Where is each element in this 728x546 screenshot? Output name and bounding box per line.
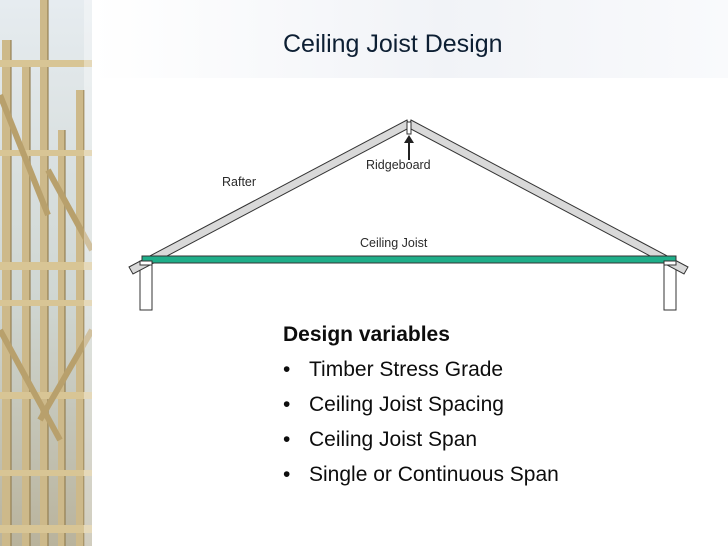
list-item: • Ceiling Joist Span [283, 422, 703, 457]
roof-diagram: Ridgeboard Rafter Ceiling Joist [120, 110, 700, 325]
list-item: • Ceiling Joist Spacing [283, 387, 703, 422]
bullet-icon: • [283, 463, 291, 486]
bullet-icon: • [283, 428, 291, 451]
ridgeboard-label: Ridgeboard [366, 158, 431, 172]
bullet-icon: • [283, 393, 291, 416]
bullet-icon: • [283, 358, 291, 381]
list-item: • Single or Continuous Span [283, 457, 703, 492]
list-item: • Timber Stress Grade [283, 352, 703, 387]
house-framing-photo [0, 0, 92, 546]
list-item-label: Ceiling Joist Spacing [309, 393, 504, 416]
design-variables: Design variables • Timber Stress Grade •… [283, 318, 703, 492]
ceiling-joist [141, 255, 677, 264]
ridgeboard [406, 121, 412, 135]
ceiling-joist-label: Ceiling Joist [360, 236, 428, 250]
design-variables-heading: Design variables [283, 323, 450, 346]
rafter-label: Rafter [222, 175, 257, 189]
list-item-label: Timber Stress Grade [309, 358, 504, 381]
title-band [92, 0, 728, 78]
list-item-label: Ceiling Joist Span [309, 428, 478, 451]
left-rafter [128, 119, 410, 275]
slide-title: Ceiling Joist Design [283, 30, 503, 58]
ridgeboard-arrowhead [404, 135, 414, 143]
right-top-plate [663, 260, 677, 266]
list-item-label: Single or Continuous Span [309, 463, 559, 486]
right-rafter [408, 119, 689, 275]
left-top-plate [139, 260, 153, 266]
